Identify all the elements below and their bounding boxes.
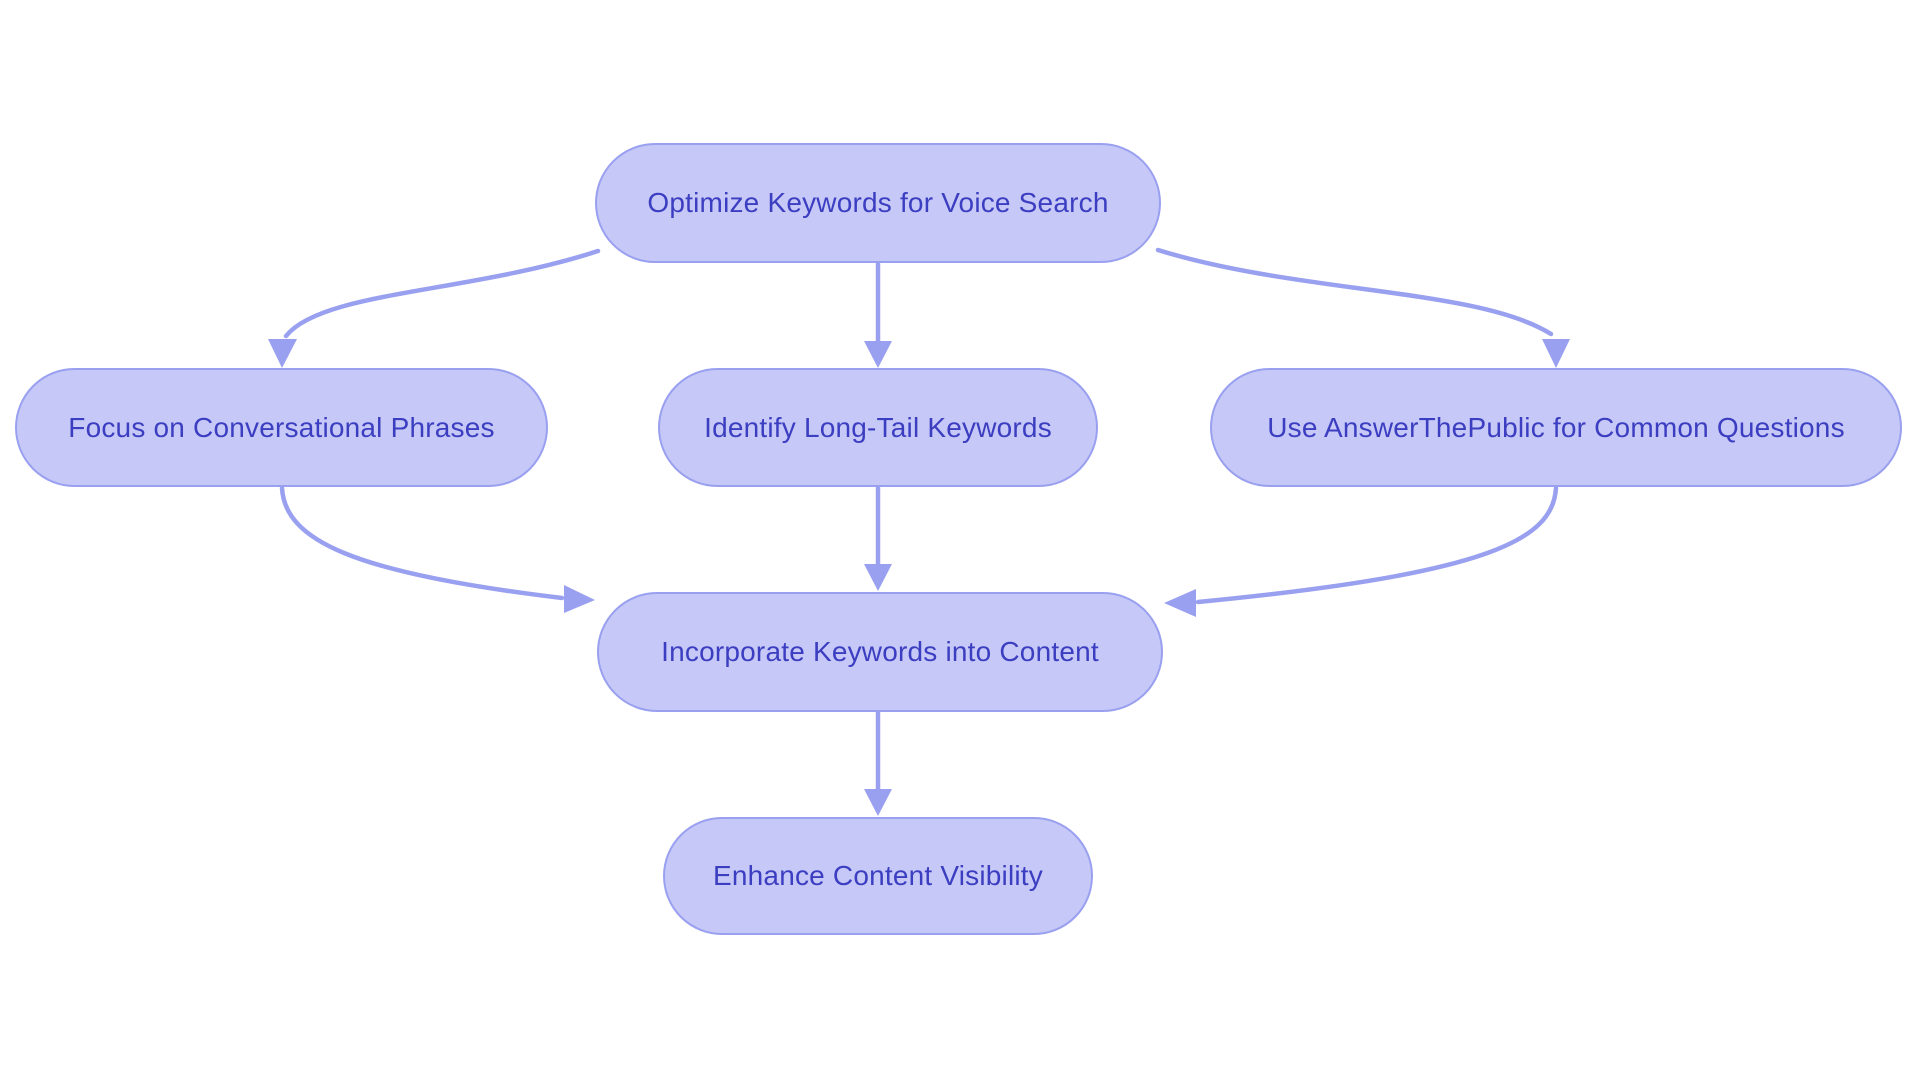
arrowhead-down-conversational bbox=[268, 339, 297, 368]
arrowhead-down-visibility bbox=[864, 789, 892, 816]
node-incorporate-keywords-content: Incorporate Keywords into Content bbox=[597, 592, 1163, 712]
node-focus-conversational-phrases: Focus on Conversational Phrases bbox=[15, 368, 548, 487]
arrowhead-left-incorporate bbox=[1164, 589, 1196, 617]
node-label-longtail: Identify Long-Tail Keywords bbox=[704, 411, 1052, 443]
edge-answerpublic-to-incorporate bbox=[1195, 485, 1559, 605]
edge-optimize-to-answerpublic bbox=[1155, 247, 1554, 337]
node-label-answerpublic: Use AnswerThePublic for Common Questions bbox=[1267, 411, 1845, 443]
node-label-conversational: Focus on Conversational Phrases bbox=[68, 411, 495, 443]
arrowhead-down-longtail bbox=[864, 341, 892, 368]
node-label-optimize: Optimize Keywords for Voice Search bbox=[647, 187, 1109, 218]
edge-optimize-to-conversational bbox=[283, 248, 601, 339]
node-enhance-content-visibility: Enhance Content Visibility bbox=[663, 817, 1093, 935]
node-identify-long-tail-keywords: Identify Long-Tail Keywords bbox=[658, 368, 1098, 487]
edge-conversational-to-incorporate bbox=[279, 485, 565, 601]
arrowhead-right-incorporate bbox=[564, 585, 595, 613]
node-optimize-keywords-voice-search: Optimize Keywords for Voice Search bbox=[595, 143, 1161, 263]
node-use-answerthepublic: Use AnswerThePublic for Common Questions bbox=[1210, 368, 1902, 487]
node-label-incorporate: Incorporate Keywords into Content bbox=[661, 636, 1099, 667]
arrowhead-down-answerpublic bbox=[1542, 339, 1570, 368]
node-label-visibility: Enhance Content Visibility bbox=[713, 860, 1043, 891]
arrowhead-down-incorporate bbox=[864, 564, 892, 591]
